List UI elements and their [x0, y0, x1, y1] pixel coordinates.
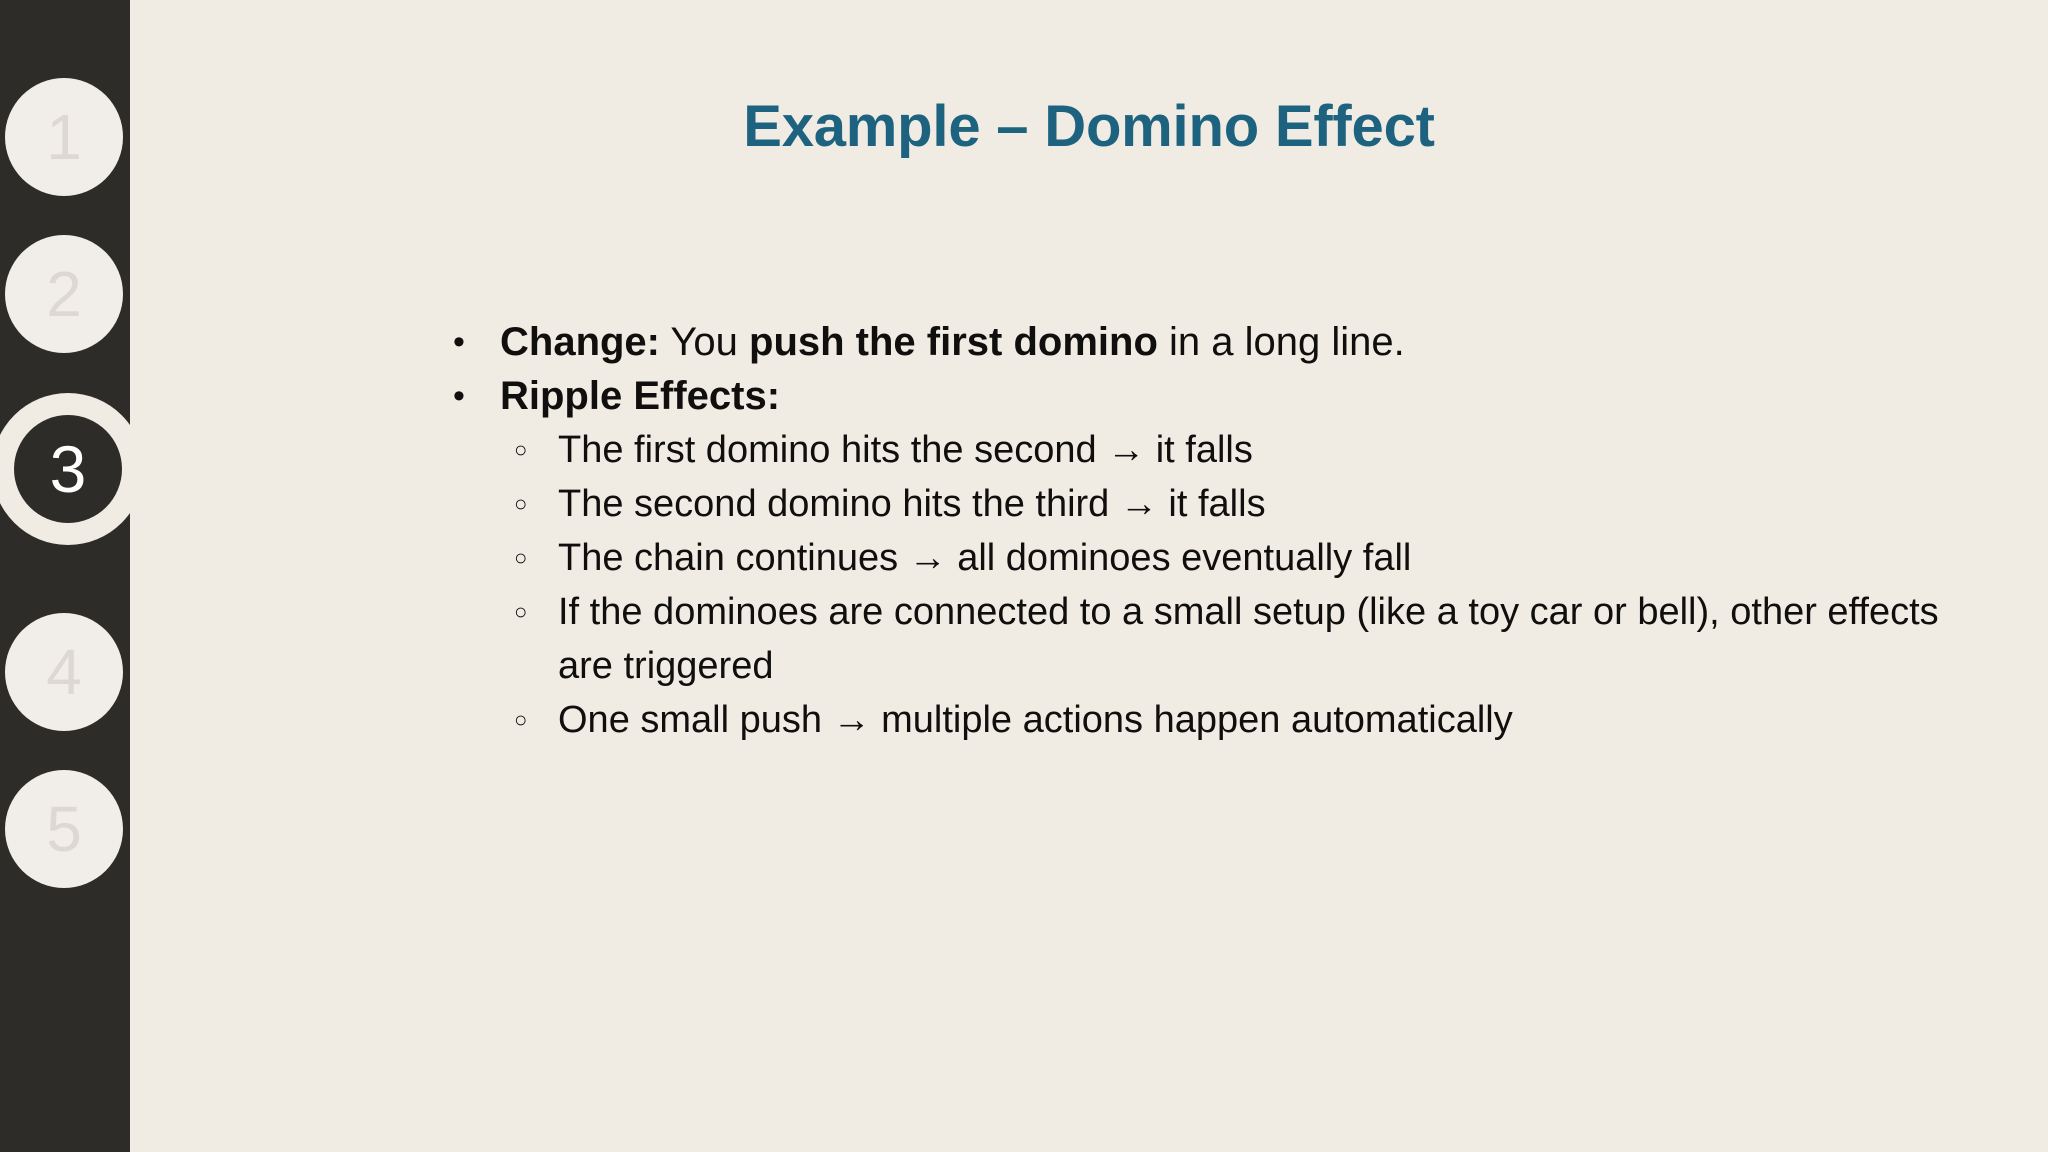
- sidebar-item-2-label: 2: [46, 258, 82, 330]
- list-item: Ripple Effects:: [435, 369, 1995, 423]
- list-item: Change: You push the first domino in a l…: [435, 315, 1995, 369]
- list-item: The chain continues → all dominoes event…: [500, 531, 1995, 585]
- sidebar-bubble-3: 3: [0, 393, 144, 545]
- sidebar-bubble-5: 5: [5, 770, 123, 888]
- sub-bullet-container: The first domino hits the second → it fa…: [435, 423, 1995, 747]
- sidebar-item-1-label: 1: [46, 101, 82, 173]
- list-item: The second domino hits the third → it fa…: [500, 477, 1995, 531]
- sidebar-bubble-1: 1: [5, 78, 123, 196]
- sidebar-item-5-label: 5: [46, 793, 82, 865]
- sidebar-item-3-label: 3: [49, 432, 87, 506]
- sidebar-item-1[interactable]: 1: [0, 78, 130, 198]
- bullet-1-segment-3: in a long line.: [1157, 320, 1405, 364]
- sidebar-item-2[interactable]: 2: [0, 235, 130, 355]
- bullet-list-level2: The first domino hits the second → it fa…: [435, 423, 1995, 747]
- sidebar-item-4-label: 4: [46, 636, 82, 708]
- sidebar-bubble-3-inner: 3: [14, 415, 122, 523]
- slide-body: Change: You push the first domino in a l…: [435, 315, 1995, 747]
- bullet-list-level1: Change: You push the first domino in a l…: [435, 315, 1995, 747]
- list-item: The first domino hits the second → it fa…: [500, 423, 1995, 477]
- sidebar-bubble-4: 4: [5, 613, 123, 731]
- bullet-1-segment-2: push the first domino: [749, 320, 1158, 364]
- list-item: If the dominoes are connected to a small…: [500, 585, 1995, 693]
- sidebar-item-4[interactable]: 4: [0, 613, 130, 733]
- slide-content: Example – Domino Effect Change: You push…: [130, 0, 2048, 1152]
- sidebar-item-5[interactable]: 5: [0, 770, 130, 890]
- bullet-1-segment-1: You: [660, 320, 750, 364]
- bullet-2-segment-0: Ripple Effects:: [500, 374, 781, 418]
- list-item: One small push → multiple actions happen…: [500, 693, 1995, 747]
- sidebar-bubble-2: 2: [5, 235, 123, 353]
- sidebar-item-3-active[interactable]: 3: [0, 393, 144, 557]
- bullet-1-segment-0: Change:: [500, 320, 660, 364]
- page-title: Example – Domino Effect: [743, 94, 1435, 159]
